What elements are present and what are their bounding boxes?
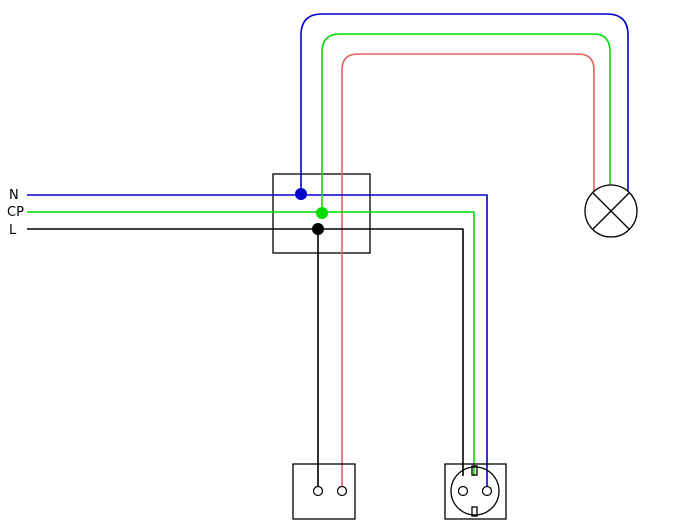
lamp-symbol [584, 184, 638, 238]
label-protective: CP [7, 205, 24, 220]
node-neutral [295, 188, 307, 200]
label-line: L [9, 223, 17, 238]
socket-pin-left [312, 485, 324, 497]
node-line [312, 223, 324, 235]
wire-neutral-feed [27, 194, 488, 490]
wire-switched [341, 53, 595, 490]
socket-pin-right [336, 485, 348, 497]
wire-neutral-lamp [300, 13, 629, 200]
grounded-socket-pin-left [457, 485, 469, 497]
wire-protective-feed [27, 211, 475, 476]
label-neutral: N [9, 188, 19, 203]
grounded-socket-pin-right [481, 485, 493, 497]
grounded-socket [444, 463, 507, 520]
wire-line-feed [27, 228, 464, 476]
earth-clip-bottom [471, 506, 478, 517]
node-protective [316, 207, 328, 219]
earth-clip-top [471, 465, 478, 476]
wire-protective-lamp [321, 33, 611, 212]
two-pin-socket [292, 463, 356, 520]
